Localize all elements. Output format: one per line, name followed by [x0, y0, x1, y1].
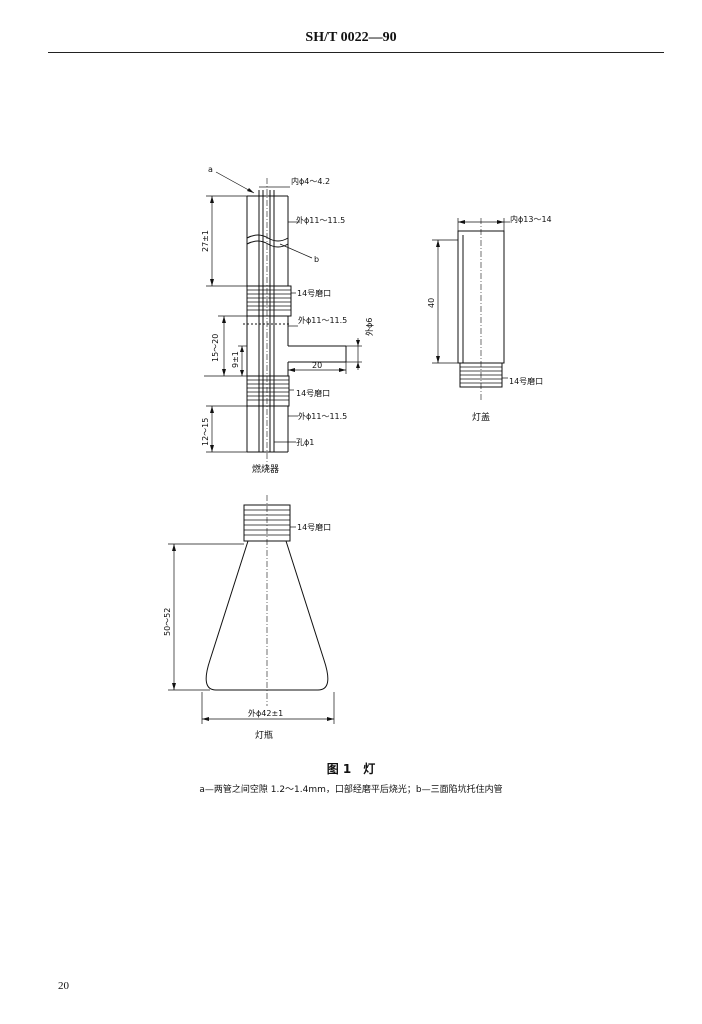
- bottle-outer-dia: 外ϕ42±1: [248, 708, 283, 718]
- burner-side-length: 20: [312, 361, 322, 370]
- burner-inner-dia: 内ϕ4～4.2: [291, 176, 330, 186]
- bottle-name: 灯瓶: [255, 729, 273, 741]
- burner-label-a: a: [208, 165, 213, 174]
- burner-label-b: b: [314, 255, 319, 264]
- bottle-height: 50～52: [163, 608, 172, 636]
- header-rule: [48, 52, 664, 53]
- burner-height-9: 9±1: [231, 351, 240, 368]
- figure-caption: 图 1 灯: [326, 762, 376, 776]
- burner-height-27: 27±1: [201, 230, 210, 252]
- cap-height: 40: [427, 298, 436, 308]
- figure-note: a—两管之间空隙 1.2～1.4mm，口部经磨平后烧光；b—三面陷坑托住内管: [199, 785, 503, 795]
- burner-outer-dia-top: 外ϕ11～11.5: [296, 215, 345, 225]
- standard-code-header: SH/T 0022—90: [305, 30, 397, 45]
- burner-height-15-20: 15～20: [211, 334, 220, 362]
- cap-joint: 14号磨口: [509, 376, 543, 386]
- burner-joint-top: 14号磨口: [297, 288, 331, 298]
- burner-drawing: [243, 178, 347, 470]
- cap-drawing: [457, 218, 505, 400]
- cap-inner-dia: 内ϕ13～14: [510, 214, 552, 224]
- bottle-dimensions: [168, 526, 335, 724]
- bottle-joint: 14号磨口: [297, 522, 331, 532]
- burner-name: 燃烧器: [252, 463, 279, 475]
- burner-outer-dia-mid: 外ϕ11～11.5: [298, 315, 347, 325]
- page-number: 20: [58, 980, 69, 992]
- cap-dimensions: [432, 218, 510, 379]
- burner-outer-dia-bottom: 外ϕ11～11.5: [298, 411, 347, 421]
- burner-height-12-15: 12～15: [201, 418, 210, 446]
- cap-name: 灯盖: [472, 411, 490, 423]
- dimension-arrows: [172, 188, 504, 721]
- burner-hole: 孔ϕ1: [296, 438, 314, 447]
- burner-side-outer: 外ϕ6: [364, 318, 374, 336]
- burner-dimensions: [204, 171, 362, 453]
- burner-joint-bottom: 14号磨口: [296, 388, 330, 398]
- bottle-drawing: [205, 495, 329, 706]
